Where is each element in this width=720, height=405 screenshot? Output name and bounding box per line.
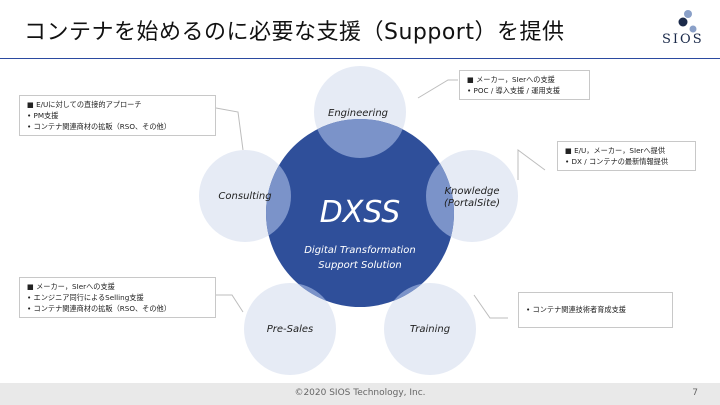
knowledge-label-line2: (PortalSite) bbox=[444, 198, 500, 209]
center-subtitle-line2: Support Solution bbox=[318, 260, 401, 271]
callout-line: ■ メーカー，SIerへの支援 bbox=[27, 282, 115, 291]
knowledge-label-line1: Knowledge bbox=[445, 186, 500, 197]
callout-line: • コンテナ関連技術者育成支援 bbox=[526, 305, 626, 314]
footer: ©2020 SIOS Technology, Inc. 7 bbox=[0, 383, 720, 405]
sios-logo-icon bbox=[678, 10, 697, 33]
dxss-diagram: DXSS Digital Transformation Support Solu… bbox=[199, 66, 546, 375]
callout-line: • コンテナ関連商材の拡販（RSO、その他） bbox=[27, 304, 171, 313]
knowledge-callout: ■ E/U，メーカー，SIerへ提供 • DX / コンテナの最新情報提供 bbox=[557, 141, 696, 171]
callout-line: ■ E/Uに対しての直接的アプローチ bbox=[27, 100, 142, 109]
callout-line: • POC / 導入支援 / 運用支援 bbox=[467, 86, 561, 95]
consulting-label: Consulting bbox=[218, 191, 271, 202]
page-number: 7 bbox=[692, 388, 698, 398]
callout-line: ■ メーカー，SIerへの支援 bbox=[467, 75, 555, 84]
engineering-label: Engineering bbox=[328, 108, 388, 119]
center-subtitle-line1: Digital Transformation bbox=[304, 245, 416, 256]
center-circle bbox=[266, 119, 454, 307]
engineering-callout: ■ メーカー，SIerへの支援 • POC / 導入支援 / 運用支援 bbox=[459, 70, 590, 100]
logo-text: SIOS bbox=[662, 32, 704, 47]
engineering-overlap bbox=[314, 119, 406, 158]
presales-label: Pre-Sales bbox=[267, 324, 314, 335]
consulting-callout: ■ E/Uに対しての直接的アプローチ • PM支援 • コンテナ関連商材の拡販（… bbox=[19, 95, 216, 136]
presales-circle bbox=[244, 283, 336, 375]
connector-lines bbox=[215, 79, 546, 319]
callout-line: • PM支援 bbox=[27, 111, 59, 120]
callout-line: ■ E/U，メーカー，SIerへ提供 bbox=[565, 146, 666, 155]
copyright: ©2020 SIOS Technology, Inc. bbox=[294, 388, 426, 398]
training-label: Training bbox=[410, 324, 450, 335]
page-title: コンテナを始めるのに必要な支援（Support）を提供 bbox=[24, 20, 565, 45]
presales-callout: ■ メーカー，SIerへの支援 • エンジニア同行によるSelling支援 • … bbox=[19, 277, 216, 318]
callout-line: • コンテナ関連商材の拡販（RSO、その他） bbox=[27, 122, 171, 131]
training-callout: • コンテナ関連技術者育成支援 bbox=[518, 292, 673, 328]
center-title: DXSS bbox=[320, 195, 401, 230]
title-divider bbox=[0, 58, 720, 59]
callout-line: • DX / コンテナの最新情報提供 bbox=[565, 157, 669, 166]
callout-line: • エンジニア同行によるSelling支援 bbox=[27, 293, 144, 302]
training-circle bbox=[384, 283, 476, 375]
